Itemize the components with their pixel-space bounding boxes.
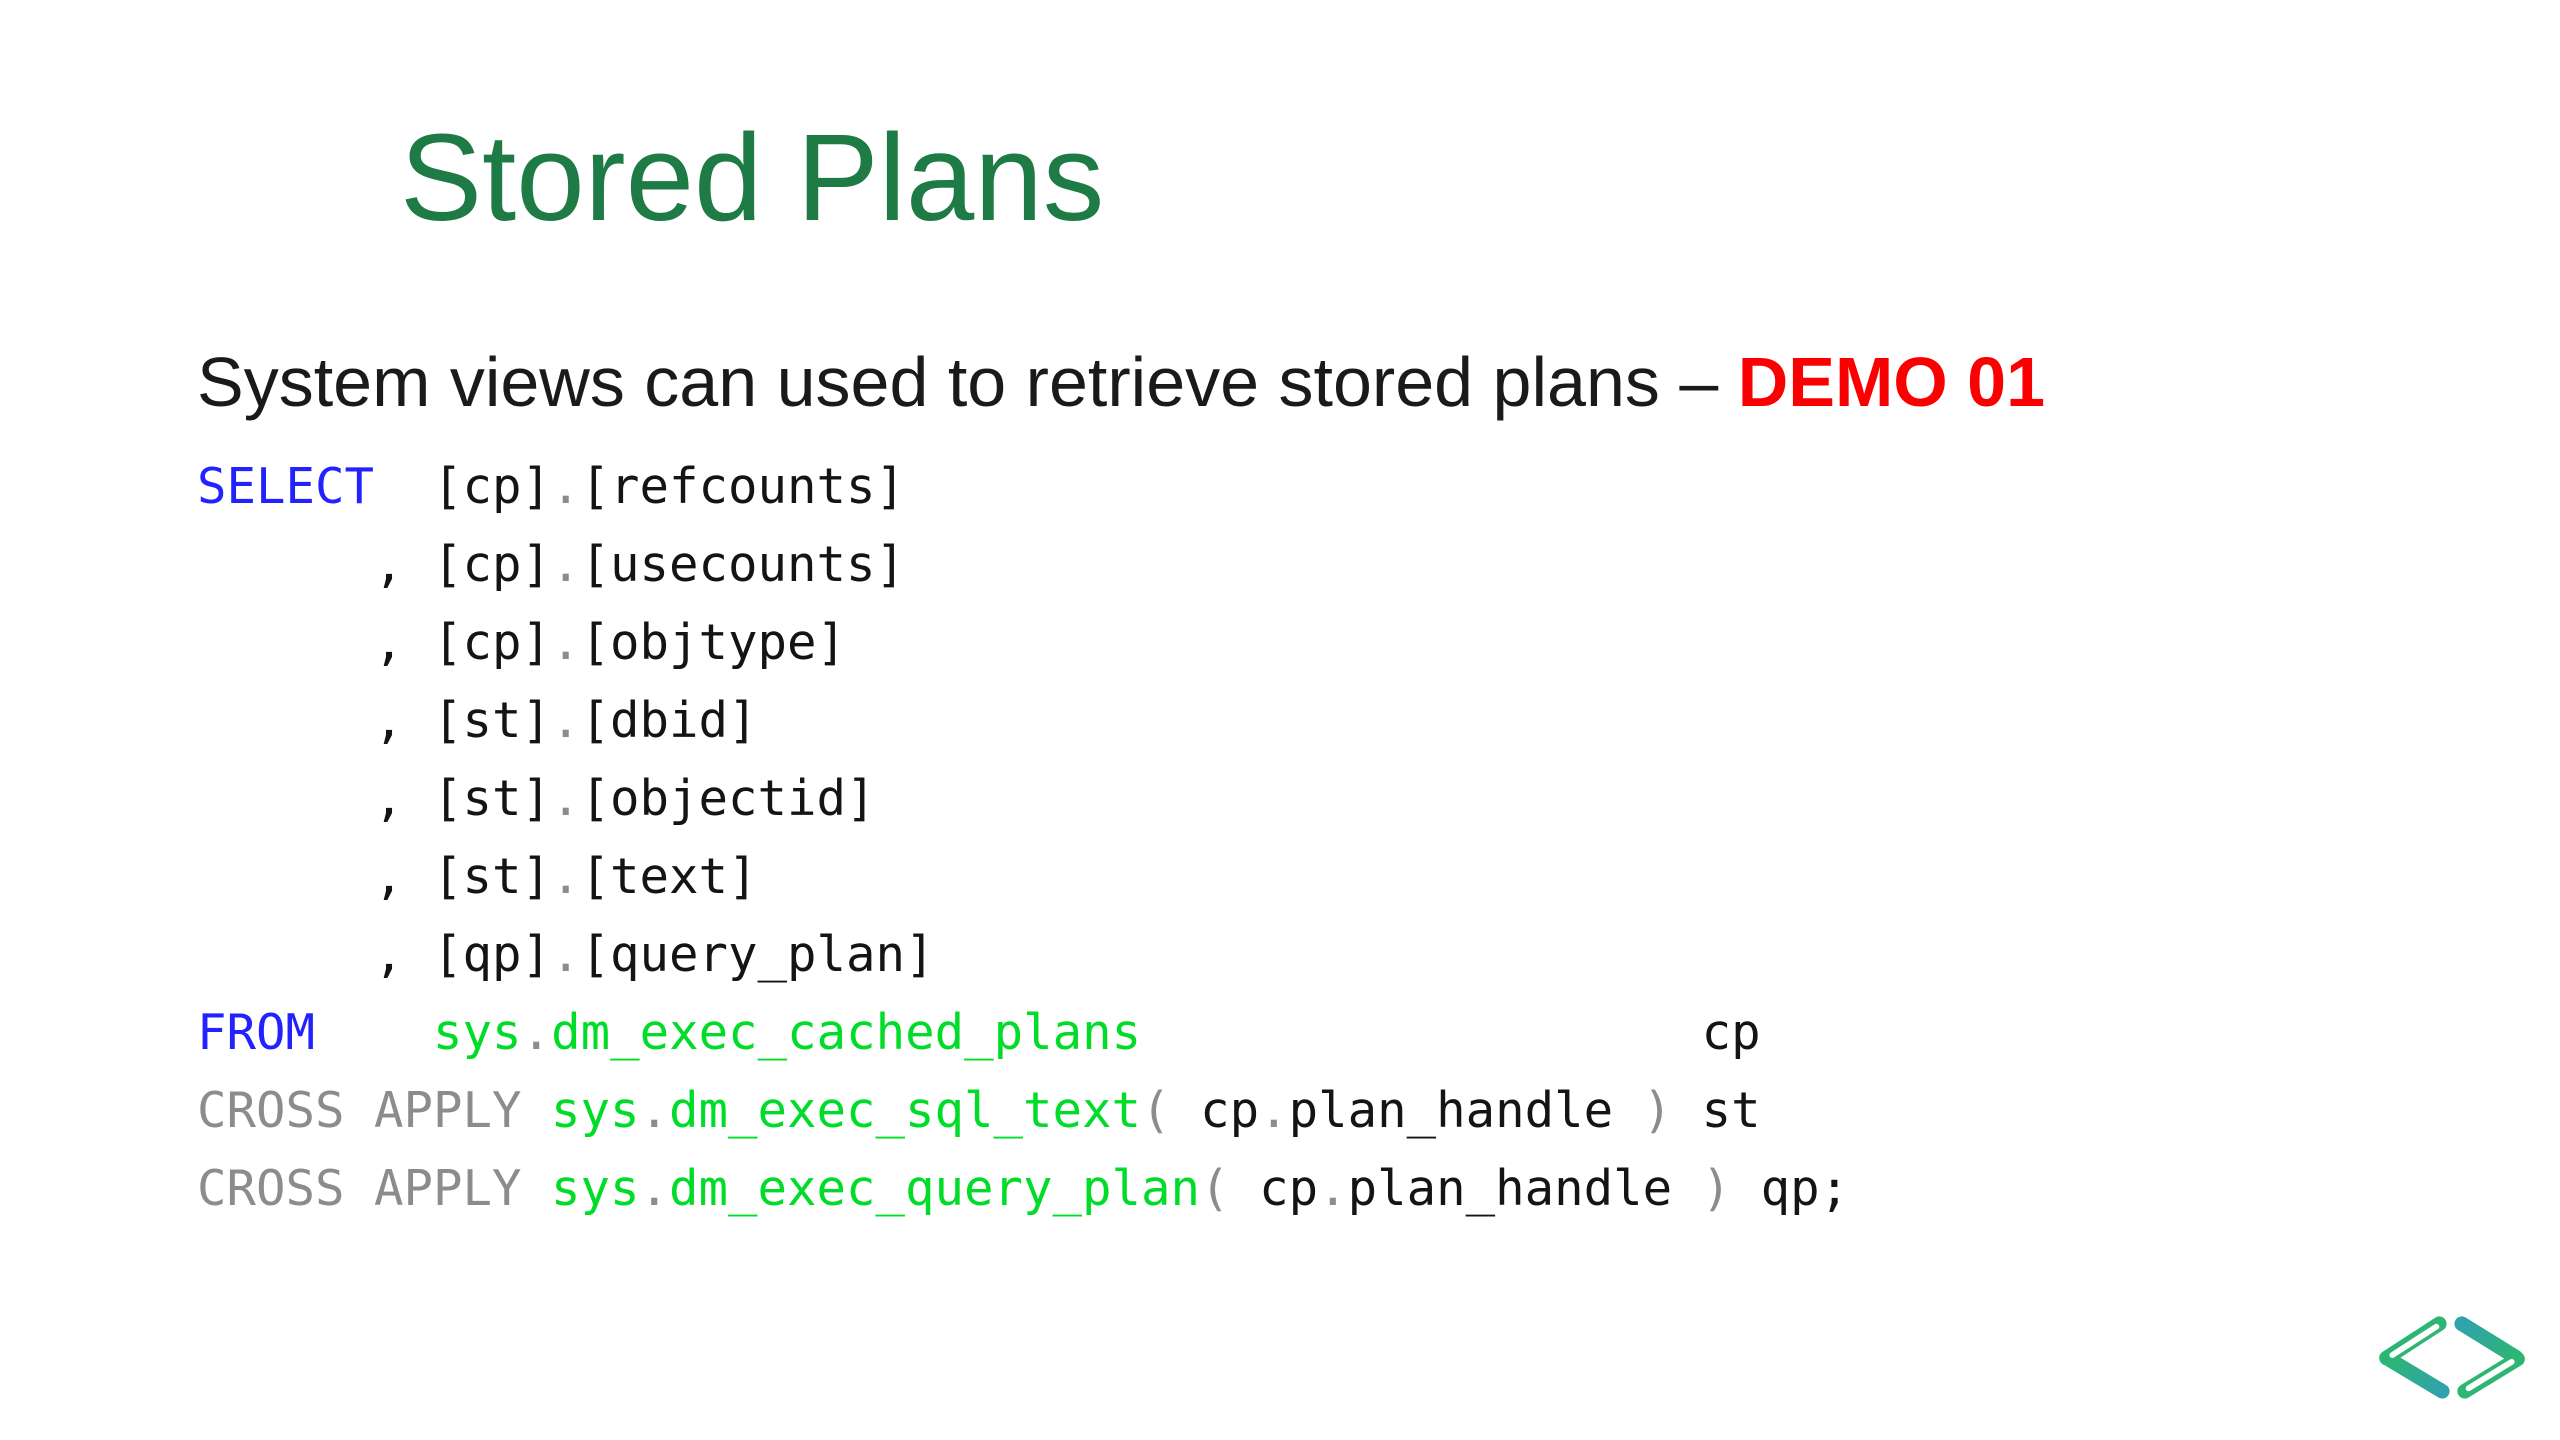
- code-line: , [cp].[objtype]: [197, 614, 847, 671]
- subtitle-text: System views can used to retrieve stored…: [197, 343, 1738, 421]
- code-line: , [st].[text]: [197, 848, 758, 905]
- left-angle-bracket: [2379, 1316, 2450, 1399]
- code-line: , [st].[objectid]: [197, 770, 876, 827]
- code-line: FROM sys.dm_exec_cached_plans cp: [197, 1004, 1761, 1061]
- demo-highlight: DEMO 01: [1737, 343, 2046, 421]
- slide-title: Stored Plans: [400, 110, 1105, 247]
- code-line: CROSS APPLY sys.dm_exec_query_plan( cp.p…: [197, 1160, 1850, 1217]
- sql-code-block: SELECT [cp].[refcounts] , [cp].[usecount…: [197, 448, 1849, 1228]
- code-line: SELECT [cp].[refcounts]: [197, 458, 906, 515]
- code-line: CROSS APPLY sys.dm_exec_sql_text( cp.pla…: [197, 1082, 1761, 1139]
- slide-subtitle: System views can used to retrieve stored…: [197, 340, 2045, 424]
- code-line: , [cp].[usecounts]: [197, 536, 906, 593]
- right-angle-bracket: [2454, 1316, 2525, 1399]
- code-brackets-icon: [2379, 1316, 2525, 1399]
- code-line: , [qp].[query_plan]: [197, 926, 935, 983]
- code-line: , [st].[dbid]: [197, 692, 758, 749]
